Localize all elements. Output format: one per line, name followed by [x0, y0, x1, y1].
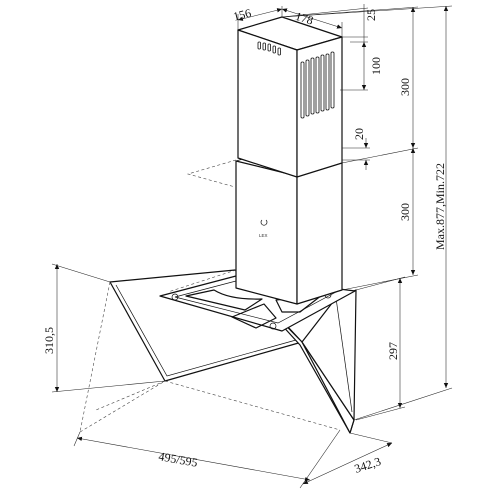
dim-label-310-5: 310,5 — [42, 327, 56, 354]
dim-top-width — [237, 6, 343, 37]
dim-label-297: 297 — [386, 342, 400, 360]
dim-label-156: 156 — [232, 6, 253, 24]
dim-label-178: 178 — [294, 9, 315, 28]
dim-label-total-height: Max.877,Min.722 — [433, 163, 447, 250]
dim-label-300-upper: 300 — [398, 78, 412, 96]
brand-logo-text: LEX — [259, 233, 268, 238]
vent-slots — [300, 51, 335, 119]
dim-label-25: 25 — [364, 9, 378, 21]
dim-label-20: 20 — [352, 128, 366, 140]
dim-left-height — [51, 263, 166, 393]
dim-depth — [302, 432, 393, 485]
dim-bottom-width — [73, 429, 341, 489]
extension-lines — [79, 159, 341, 433]
dim-right-chain — [281, 4, 453, 421]
dim-label-342-3: 342,3 — [353, 454, 383, 476]
dim-label-100: 100 — [369, 57, 383, 75]
upper-chimney — [237, 16, 343, 178]
dim-label-300-lower: 300 — [398, 203, 412, 221]
dim-label-495-595: 495/595 — [157, 449, 198, 470]
